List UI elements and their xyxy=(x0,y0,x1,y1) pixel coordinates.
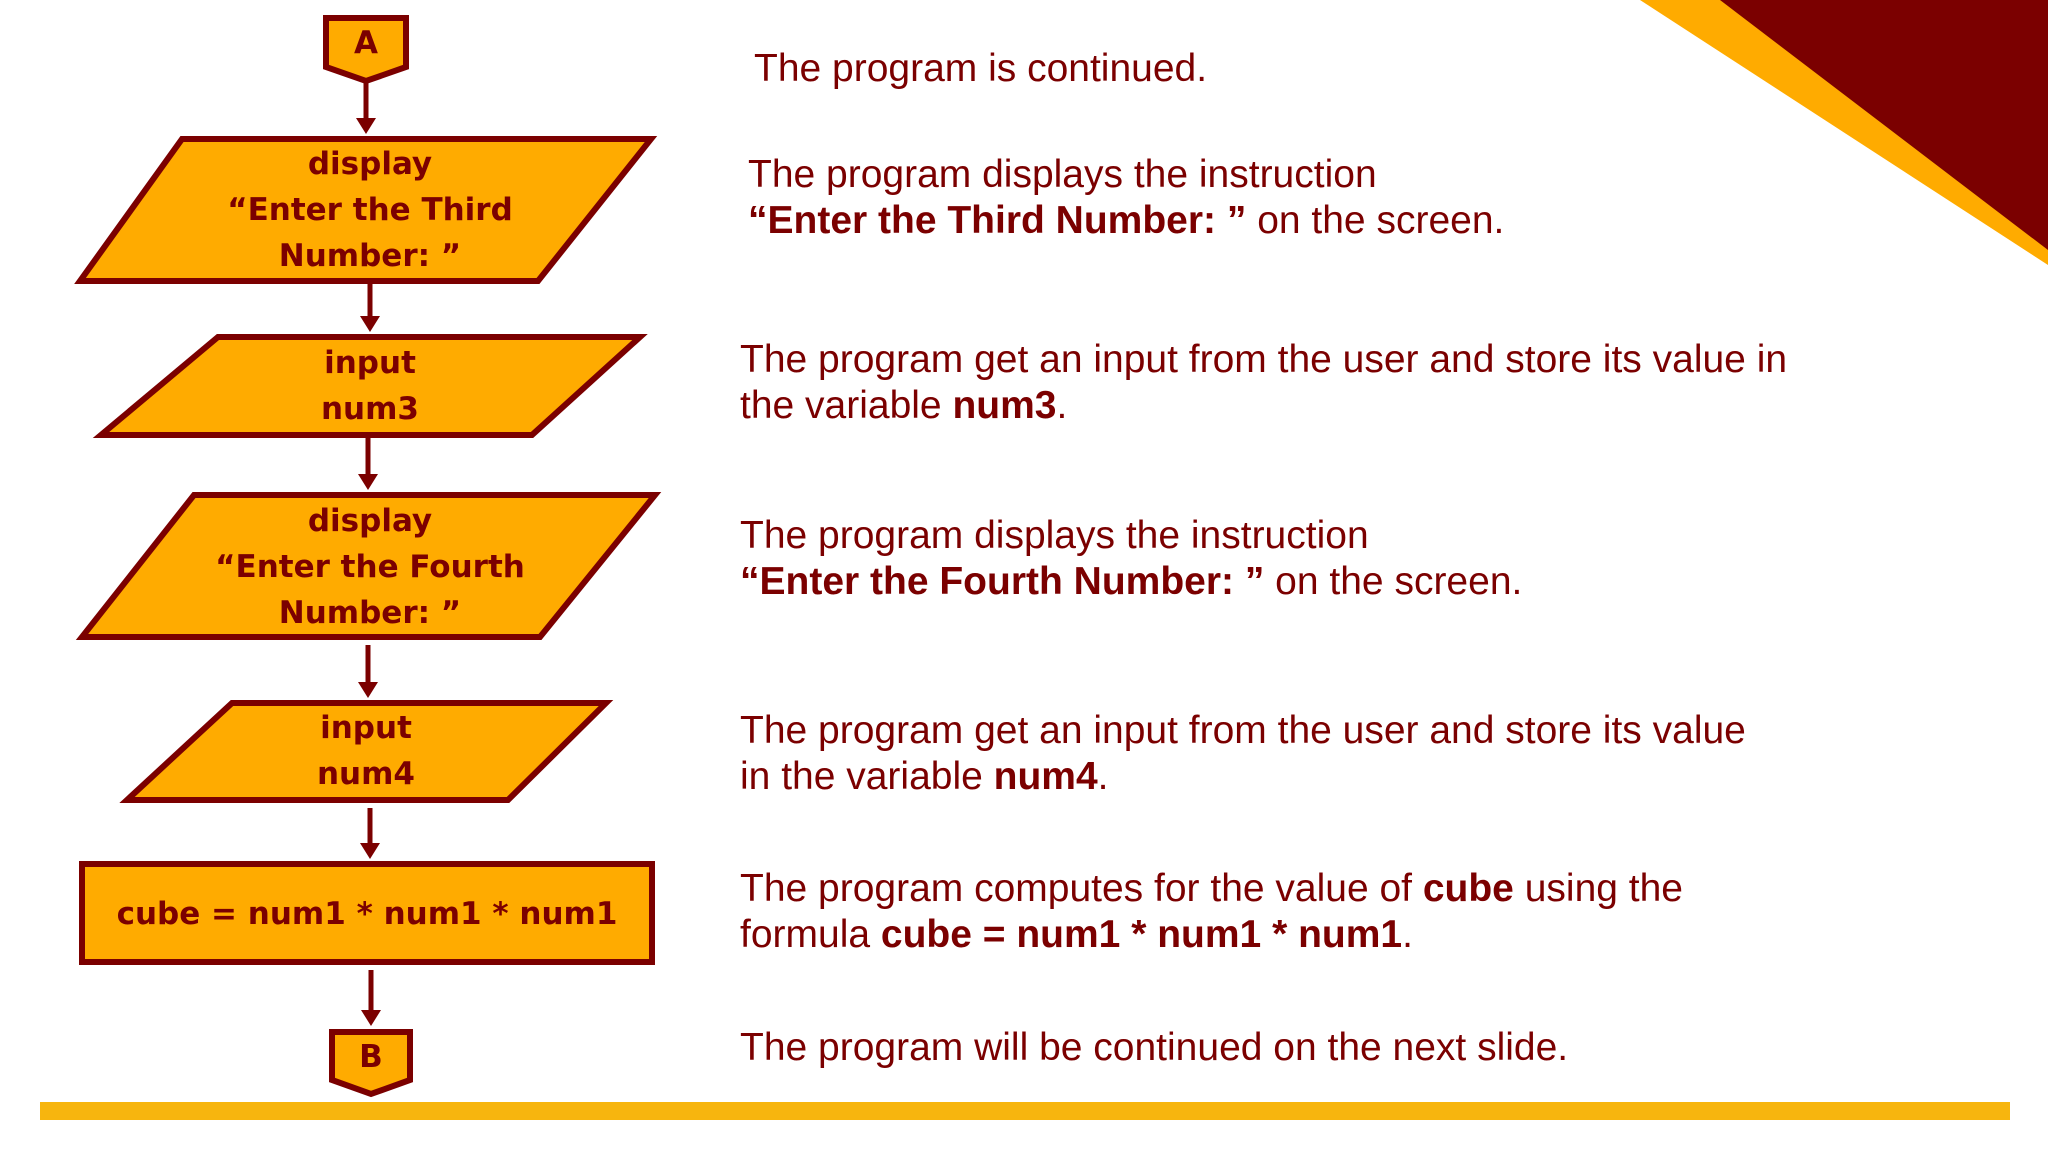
input-box-num4 xyxy=(119,700,614,803)
connector-b xyxy=(329,1029,413,1098)
box3-line1: display xyxy=(307,503,433,539)
desc3-bold: “Enter the Fourth Number: ” xyxy=(740,560,1265,603)
desc1-line2: “Enter the Third Number: ” on the screen… xyxy=(748,198,1504,244)
desc4-line1: The program get an input from the user a… xyxy=(740,709,1746,752)
desc-display-third: The program displays the instruction “En… xyxy=(748,152,1504,244)
box4-line2: num4 xyxy=(316,756,415,792)
desc3-rest: on the screen. xyxy=(1264,560,1523,603)
input-box-num3-text: input num3 xyxy=(220,340,520,432)
bottom-accent-bar xyxy=(40,1102,2010,1120)
desc5-bold: cube xyxy=(1422,867,1514,910)
arrowhead-5 xyxy=(360,843,380,859)
desc4-post: . xyxy=(1097,755,1109,798)
desc1-line1: The program displays the instruction xyxy=(748,153,1377,196)
desc3-line2: “Enter the Fourth Number: ” on the scree… xyxy=(740,559,1522,605)
desc-display-fourth: The program displays the instruction “En… xyxy=(740,513,1522,605)
connector-b-label: B xyxy=(359,1039,383,1075)
arrowhead-2 xyxy=(360,316,380,332)
desc5-l2-pre: formula xyxy=(740,913,881,956)
desc5-l2-bold: cube = num1 * num1 * num1 xyxy=(880,913,1403,956)
desc3-line1: The program displays the instruction xyxy=(740,514,1369,557)
display-box-fourth xyxy=(75,492,662,640)
desc-input-num3: The program get an input from the user a… xyxy=(740,337,1787,429)
desc2-line1: The program get an input from the user a… xyxy=(740,338,1788,381)
desc5-line2: formula cube = num1 * num1 * num1. xyxy=(740,912,1683,958)
display-box-third-text: display “Enter the Third Number: ” xyxy=(200,141,540,279)
desc5-pre: The program computes for the value of xyxy=(740,867,1423,910)
display-box-third xyxy=(74,136,658,284)
desc-input-num4: The program get an input from the user a… xyxy=(740,708,1746,800)
arrowhead-3 xyxy=(358,474,378,490)
box2-line2: num3 xyxy=(320,391,419,427)
connector-a xyxy=(323,15,409,85)
desc5-line1: The program computes for the value of cu… xyxy=(740,866,1683,912)
desc2-line2: the variable num3. xyxy=(740,383,1787,429)
process-box-cube-text: cube = num1 * num1 * num1 xyxy=(116,896,618,932)
process-box-cube xyxy=(79,861,655,965)
display-box-fourth-text: display “Enter the Fourth Number: ” xyxy=(200,498,540,636)
connector-a-label: A xyxy=(354,25,378,61)
desc5-l2-post: . xyxy=(1402,913,1413,956)
desc4-pre: in the variable xyxy=(740,755,994,798)
box1-line3: Number: ” xyxy=(278,238,462,274)
corner-dark-triangle xyxy=(1720,0,2048,250)
desc-continued-next: The program will be continued on the nex… xyxy=(740,1026,1569,1069)
desc-continued: The program is continued. xyxy=(754,47,1208,90)
box1-line1: display xyxy=(307,146,433,182)
input-box-num3 xyxy=(92,334,648,438)
arrowhead-1 xyxy=(356,118,376,134)
box1-line2: “Enter the Third xyxy=(227,192,513,228)
desc1-bold: “Enter the Third Number: ” xyxy=(748,199,1247,242)
arrowhead-4 xyxy=(358,682,378,698)
box3-line3: Number: ” xyxy=(278,595,462,631)
box3-line2: “Enter the Fourth xyxy=(215,549,525,585)
desc-compute-cube: The program computes for the value of cu… xyxy=(740,866,1683,958)
box4-line1: input xyxy=(320,710,412,746)
desc4-bold: num4 xyxy=(993,755,1098,798)
desc5-post: using the xyxy=(1513,867,1683,910)
desc2-pre: the variable xyxy=(740,384,953,427)
desc1-rest: on the screen. xyxy=(1246,199,1505,242)
arrowhead-6 xyxy=(361,1010,381,1026)
desc2-post: . xyxy=(1056,384,1068,427)
desc2-bold: num3 xyxy=(952,384,1057,427)
desc4-line2: in the variable num4. xyxy=(740,754,1746,800)
input-box-num4-text: input num4 xyxy=(216,705,516,797)
box2-line1: input xyxy=(324,345,416,381)
